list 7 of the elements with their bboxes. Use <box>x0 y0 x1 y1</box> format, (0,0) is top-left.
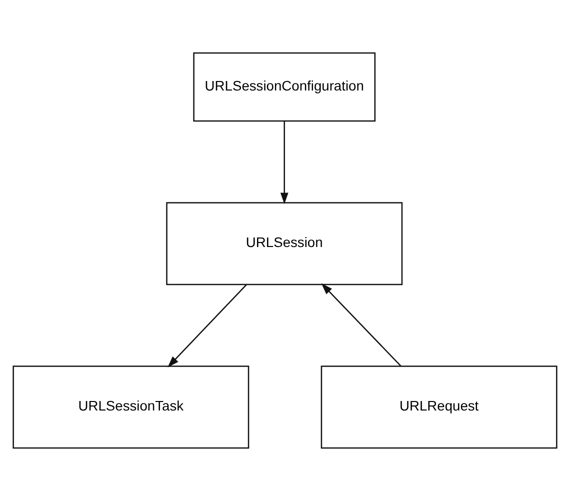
node-box: URLSessionTask <box>12 366 250 449</box>
node-box: URLRequest <box>320 366 558 449</box>
arrow <box>168 284 247 368</box>
arrow <box>280 121 288 204</box>
node-box: URLSession <box>166 202 403 286</box>
arrow <box>321 283 402 366</box>
node-box: URLSessionConfiguration <box>193 52 376 122</box>
